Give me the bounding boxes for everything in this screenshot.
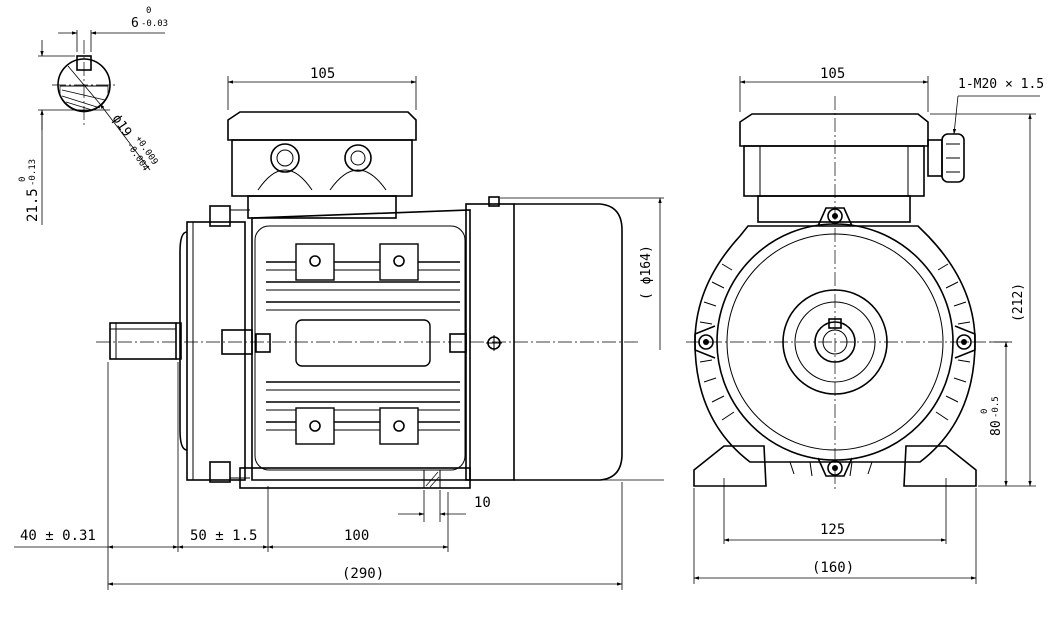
motor-side-view: [96, 111, 640, 489]
foot-hole-width-label: 125: [820, 522, 845, 538]
motor-front-view: [686, 96, 1012, 492]
side-view-dimensions: [14, 76, 664, 590]
front-view-dimensions: [693, 76, 1040, 584]
shaft-diameter-value: ϕ19: [109, 112, 135, 140]
cable-gland-label: 1-M20 × 1.5: [958, 77, 1044, 92]
shoulder-to-foot-hole-label: 50 ± 1.5: [190, 528, 257, 544]
terminal-box-width-side-label: 105: [310, 66, 335, 82]
foot-hole-spacing-label: 100: [344, 528, 369, 544]
key-width-upper: 0: [146, 6, 151, 16]
overall-height-label: (212): [1011, 283, 1026, 322]
shaft-key-height-upper: 0: [18, 177, 28, 182]
centre-height-upper: 0: [980, 409, 990, 414]
overall-length-label: (290): [342, 566, 384, 582]
centre-height-lower: -0.5: [991, 396, 1001, 418]
centre-height-value: 80: [989, 420, 1004, 436]
foot-width-label: (160): [812, 560, 854, 576]
body-diameter-label: ( ϕ164): [639, 245, 654, 300]
key-width-value: 6: [131, 16, 139, 31]
shaft-key-height-value: 21.5: [25, 188, 41, 222]
shaft-section-detail: [38, 30, 165, 225]
shaft-key-height-lower: -0.13: [28, 159, 38, 186]
terminal-box-width-front-label: 105: [820, 66, 845, 82]
shaft-length-label: 40 ± 0.31: [20, 528, 96, 544]
key-width-lower: -0.03: [141, 19, 168, 29]
foot-thickness-label: 10: [474, 495, 491, 511]
